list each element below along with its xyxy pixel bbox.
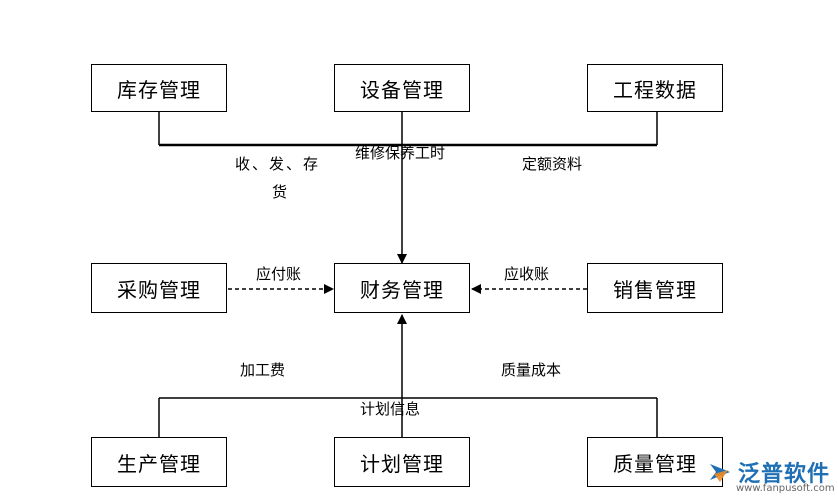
planning-box: 计划管理 [334,437,470,487]
logo-url: www.fanpusoft.com [736,483,835,494]
finance-box: 财务管理 [334,263,470,313]
label-goods: 货 [272,183,288,201]
equipment-box: 设备管理 [334,64,470,112]
quality-box: 质量管理 [587,437,723,487]
label-receivable: 应收账 [504,265,550,283]
engineering-box: 工程数据 [587,64,723,112]
brand-logo: 泛普软件 www.fanpusoft.com [706,456,835,498]
sales-box: 销售管理 [587,263,723,313]
label-receive-ship-stock: 收、发、存 [235,155,321,173]
logo-name: 泛普软件 [738,462,831,487]
inventory-box: 库存管理 [91,64,227,112]
logo-mark-icon [710,464,730,482]
label-quota-data: 定额资料 [522,155,583,173]
label-processing-fee: 加工费 [240,361,286,379]
label-maintenance-hours: 维修保养工时 [355,144,446,162]
production-box: 生产管理 [91,437,227,487]
label-plan-info: 计划信息 [360,400,421,418]
label-quality-cost: 质量成本 [501,361,562,379]
purchasing-box: 采购管理 [91,263,227,313]
label-payable: 应付账 [256,265,302,283]
